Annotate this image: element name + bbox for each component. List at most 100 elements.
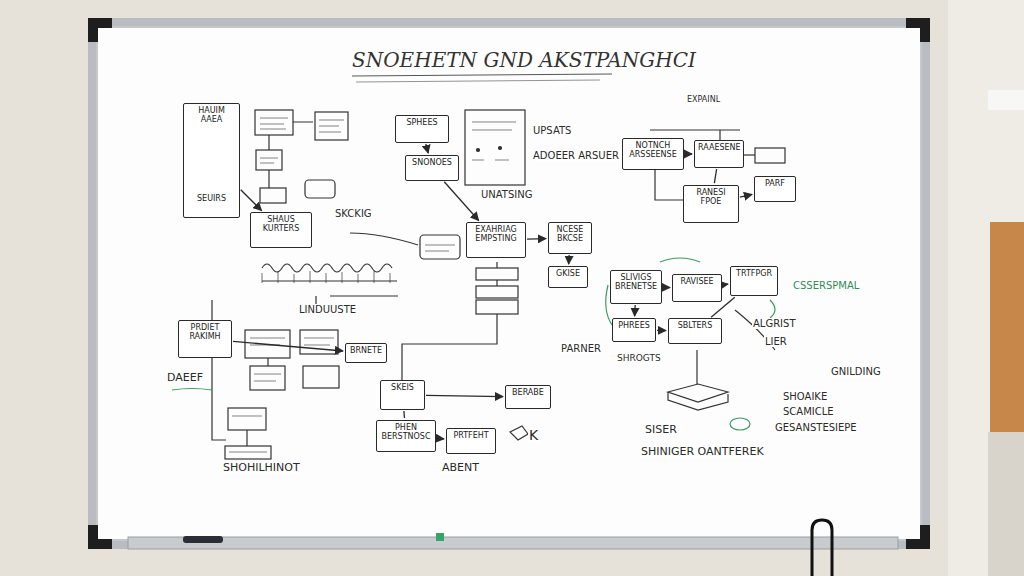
box-text: RAVISEE [676, 277, 718, 286]
box-text: GKISE [552, 269, 584, 278]
handwritten-note: ALGRIST [752, 318, 797, 329]
process-box: RAVISEE [672, 274, 722, 302]
box-text: SBLTERS [672, 321, 718, 330]
box-text: RAAESENE [698, 143, 740, 152]
handwritten-note: SHOAIKE [782, 391, 828, 402]
connector-arrow [685, 153, 692, 154]
process-box: PRTFEHT [446, 428, 496, 454]
board-frame [92, 22, 926, 545]
handwritten-note: SKCKIG [334, 208, 373, 219]
connector-arrow [233, 341, 343, 351]
box-text: NOTNCH ARSSEENSE [626, 141, 680, 159]
box-text: SHAUS KURTERS [254, 215, 308, 233]
process-box: RAAESENE [694, 140, 744, 168]
box-text: NCESE BKCSE [552, 225, 588, 243]
magnet [436, 533, 444, 541]
handwritten-note: ABENT [441, 462, 480, 474]
handwritten-note: SHROGTS [616, 354, 662, 364]
process-box: SNONOES [405, 155, 459, 181]
title-underline [356, 80, 600, 82]
box-text: PHEN BERSTNOSC [380, 423, 432, 441]
process-box: PHREES [612, 318, 656, 342]
process-box: PRDIET RAKIMH [178, 320, 232, 358]
process-box: HAUIM AAEA SEUIRS [183, 103, 240, 218]
handwritten-note: SISER [644, 424, 678, 436]
handwritten-note: UPSATS [532, 125, 572, 136]
box-text: FPOE [687, 197, 735, 206]
handwritten-note: UNATSING [480, 189, 534, 200]
process-box: SLIVIGS BRENETSE [610, 270, 662, 304]
box-text: HAUIM AAEA [187, 106, 236, 124]
box-text: TRTFPGR [734, 269, 774, 278]
marker-tray [128, 537, 898, 549]
ceiling-light [988, 90, 1024, 110]
box-text: SNONOES [409, 158, 455, 167]
connector-arrow [723, 284, 728, 286]
handwritten-note: K [528, 428, 539, 443]
process-box: SHAUS KURTERS [250, 212, 312, 248]
handwritten-note: GESANSTESIEPE [774, 422, 858, 433]
process-box: RANESIFPOE [683, 185, 739, 223]
box-text: PRDIET RAKIMH [182, 323, 228, 341]
handwritten-note: PARNER [560, 343, 602, 354]
handwritten-note: LIER [764, 336, 788, 347]
connector-arrow [527, 238, 546, 240]
connector-arrow [403, 411, 405, 418]
process-box: BRNETE [345, 343, 387, 363]
connector-arrow [444, 182, 478, 221]
green-marks [172, 258, 775, 430]
handwritten-note: SCAMICLE [782, 406, 835, 417]
door-frame [948, 0, 1024, 576]
handwritten-note: LINDUUSTE [298, 304, 357, 315]
handwritten-note: EXPAINL [686, 96, 721, 105]
handwritten-note: SHOHILHINOT [222, 462, 301, 474]
process-box: PARF [754, 176, 796, 202]
floor-area [988, 432, 1024, 576]
connector-arrow [657, 330, 666, 331]
connector-arrow [568, 255, 570, 264]
process-box: SKEIS [380, 380, 425, 410]
process-box: NCESE BKCSE [548, 222, 592, 254]
box-text: EXAHRIAG EMPSTING [470, 225, 522, 243]
cable [812, 520, 832, 576]
process-box: TRTFPGR [730, 266, 778, 296]
box-text: PARF [758, 179, 792, 188]
box-text: PHREES [616, 321, 652, 330]
marker [183, 536, 223, 543]
frame-corners [88, 18, 930, 549]
process-box: GKISE [548, 266, 588, 288]
connector-arrow [437, 438, 444, 440]
process-box: SBLTERS [668, 318, 722, 344]
box-text: SPHEES [399, 118, 445, 127]
connector-arrow [241, 190, 262, 211]
process-box: SPHEES [395, 115, 449, 143]
handwritten-note: GNILDING [830, 366, 882, 377]
process-box: NOTNCH ARSSEENSE [622, 138, 684, 170]
process-box: PHEN BERSTNOSC [376, 420, 436, 452]
connector-arrow [426, 144, 428, 153]
box-text: BERABE [509, 388, 547, 397]
connector-arrow [634, 305, 636, 316]
box-text: PRTFEHT [450, 431, 492, 440]
connector-arrow [740, 194, 752, 197]
box-text: SEUIRS [187, 194, 236, 203]
box-text: BRNETE [349, 346, 383, 355]
box-text: RANESI [687, 188, 735, 197]
door-panel [990, 222, 1024, 432]
connector-arrow [714, 169, 716, 183]
box-text: SLIVIGS BRENETSE [614, 273, 658, 291]
handwritten-note: SHINIGER OANTFEREK [640, 446, 765, 458]
title-underline [352, 74, 612, 76]
handwritten-note: ADOEER ARSUER [532, 150, 620, 161]
board-title: SNOEHETN GND AKSTPANGHCI [352, 48, 696, 72]
sketch-boxes [212, 110, 785, 459]
process-box: EXAHRIAG EMPSTING [466, 222, 526, 258]
handwritten-note: DAEEF [166, 372, 204, 384]
handwritten-note: CSSERSPMAL [792, 280, 860, 291]
process-box: BERABE [505, 385, 551, 409]
